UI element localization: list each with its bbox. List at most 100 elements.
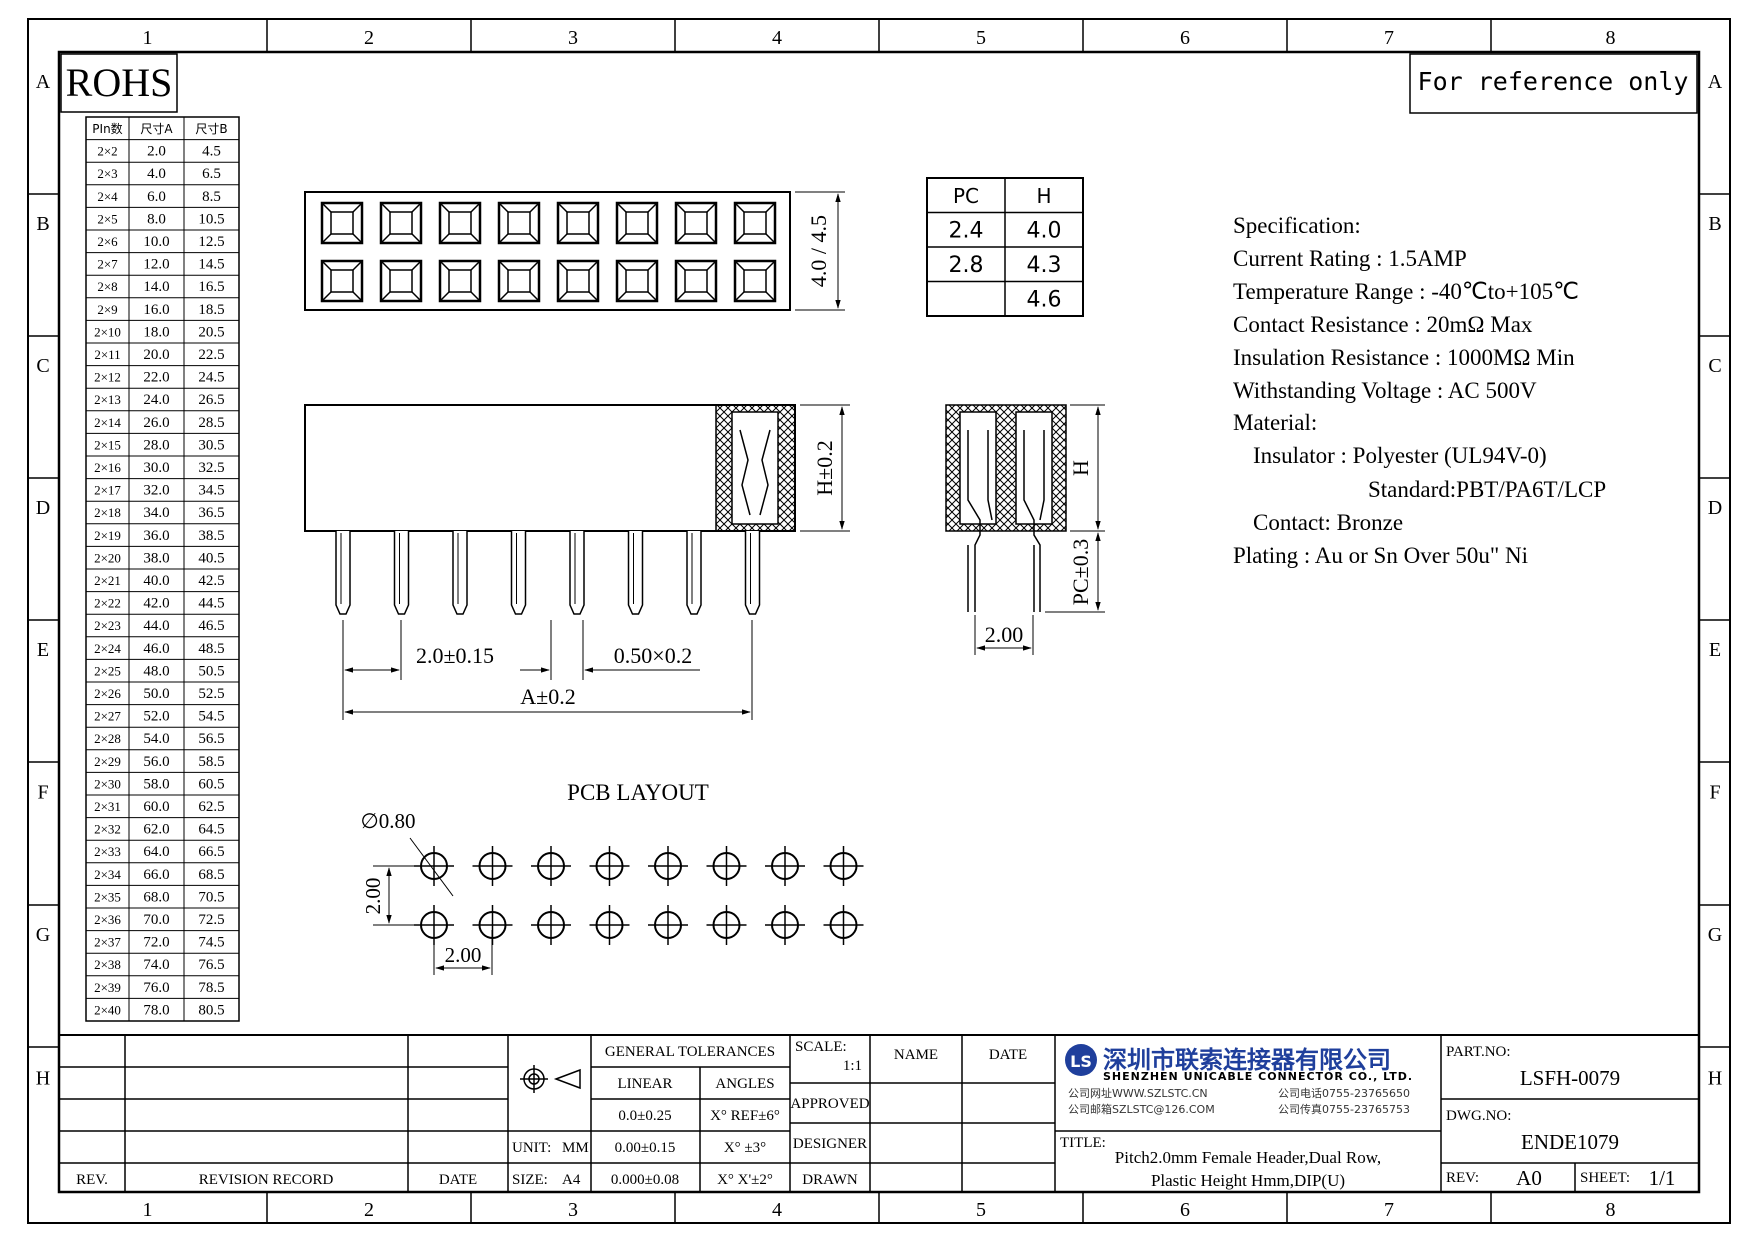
pitch-dimension: 2.0±0.15 — [416, 643, 494, 668]
pin-table-cell: 14.5 — [198, 257, 224, 273]
pin-table-cell: 58.0 — [143, 776, 169, 792]
title-block: REV. REVISION RECORD DATE UNIT: MM SIZE:… — [58, 1034, 1700, 1193]
pcb-hole-dimension: ∅0.80 — [360, 809, 415, 833]
pin-table-cell: 50.5 — [198, 663, 224, 679]
pin-table-cell: 58.5 — [198, 754, 224, 770]
pin-table-cell: 24.0 — [143, 392, 169, 408]
company-name-cn: 深圳市联索连接器有限公司 — [1103, 1046, 1391, 1074]
approved-label: APPROVED — [790, 1096, 869, 1112]
pcb-hole — [823, 846, 864, 886]
contact-socket — [497, 201, 541, 245]
grid-row-left-label: G — [36, 924, 50, 946]
front-view: H±0.2 2.0±0.15 0.50×0.2 A±0.2 — [304, 404, 850, 720]
tolerance-linear: 0.00±0.15 — [615, 1140, 676, 1156]
pin-table-cell: 74.0 — [143, 957, 169, 973]
header-pin — [393, 531, 410, 615]
pin-table-cell: 56.0 — [143, 754, 169, 770]
unit-value: MM — [562, 1140, 589, 1156]
specification-block: Specification: Current Rating : 1.5AMP T… — [1233, 213, 1606, 568]
contact-socket — [320, 259, 364, 303]
grid-column-top-label: 5 — [976, 27, 986, 49]
pin-table-cell: 30.0 — [143, 460, 169, 476]
pin-table-cell: 12.5 — [198, 234, 224, 250]
rev-header: REV. — [76, 1172, 108, 1188]
header-pin — [569, 531, 585, 615]
top-view-contacts — [320, 201, 777, 303]
pin-table-cell: 2×31 — [94, 799, 121, 814]
contact-socket — [556, 259, 600, 303]
pin-table-cell: 62.0 — [143, 822, 169, 838]
pin-table-cell: 10.0 — [143, 234, 169, 250]
side-pc-dimension: PC±0.3 — [1068, 539, 1093, 605]
pcb-vertical-pitch: 2.00 — [361, 878, 385, 915]
pin-table-cell: 2×36 — [94, 912, 121, 927]
part-number: LSFH-0079 — [1520, 1066, 1620, 1090]
dwg-no-label: DWG.NO: — [1446, 1108, 1511, 1124]
pcb-hole — [531, 905, 571, 945]
pin-table-cell: 74.5 — [198, 935, 224, 951]
grid-row-right-label: C — [1708, 355, 1721, 377]
spec-line: Withstanding Voltage : AC 500V — [1233, 378, 1537, 403]
pin-table-cell: 44.5 — [198, 596, 224, 612]
pin-table-cell: 2×16 — [94, 460, 121, 475]
side-view: H PC±0.3 2.00 — [945, 404, 1105, 655]
drawing-number: ENDE1079 — [1521, 1130, 1619, 1154]
pin-table-cell: 54.0 — [143, 731, 169, 747]
grid-row-left-label: E — [37, 639, 49, 661]
pin-table-cell: 2×35 — [94, 889, 121, 904]
pcb-horizontal-pitch: 2.00 — [445, 943, 482, 967]
date-header: DATE — [439, 1172, 477, 1188]
grid-column-bottom-label: 7 — [1384, 1199, 1394, 1221]
general-tolerances: GENERAL TOLERANCES — [605, 1044, 775, 1060]
pin-table-cell: 60.5 — [198, 776, 224, 792]
pin-table-cell: 36.0 — [143, 528, 169, 544]
name-header: NAME — [894, 1047, 938, 1063]
pcb-hole — [531, 846, 571, 886]
pcb-hole — [589, 846, 630, 886]
spec-standard: Standard:PBT/PA6T/LCP — [1368, 477, 1606, 502]
pin-table-cell: 2×19 — [94, 528, 121, 543]
spec-plating: Plating : Au or Sn Over 50u" Ni — [1233, 543, 1528, 568]
pin-table-cell: 2×8 — [97, 279, 117, 294]
pcb-hole — [823, 905, 864, 945]
rohs-label: ROHS — [66, 60, 173, 105]
header-pin — [686, 531, 702, 615]
contact-socket — [497, 259, 541, 303]
tolerance-angle: X° REF±6° — [710, 1108, 780, 1124]
pin-table-cell: 44.0 — [143, 618, 169, 634]
designer-label: DESIGNER — [793, 1136, 867, 1152]
grid-row-left-label: D — [36, 497, 50, 519]
pin-table-cell: 2×37 — [94, 935, 121, 950]
pin-table-cell: 6.5 — [202, 166, 221, 182]
contact-socket — [615, 201, 659, 245]
pin-table-cell: 76.0 — [143, 980, 169, 996]
pin-table-cell: 2×11 — [94, 347, 120, 362]
pin-table-cell: 2×25 — [94, 663, 121, 678]
pin-table-cell: 2×13 — [94, 392, 121, 407]
pin-table-cell: 18.5 — [198, 302, 224, 318]
pin-table-cell: 2×15 — [94, 437, 121, 452]
pin-table-cell: 32.0 — [143, 483, 169, 499]
pin-table-cell: 22.0 — [143, 370, 169, 386]
pin-table-cell: 72.0 — [143, 935, 169, 951]
grid-row-right-label: F — [1709, 782, 1720, 804]
pin-table-cell: 40.0 — [143, 573, 169, 589]
pin-table-cell: 18.0 — [143, 324, 169, 340]
height-dimension: H±0.2 — [812, 440, 837, 495]
pin-table-cell: 4.5 — [202, 144, 221, 160]
pin-table-cell: 24.5 — [198, 370, 224, 386]
revision-record-header: REVISION RECORD — [199, 1172, 334, 1188]
pin-table-cell: 62.5 — [198, 799, 224, 815]
unit-label: UNIT: — [512, 1140, 551, 1156]
pin-table-cell: 46.5 — [198, 618, 224, 634]
pin-table-cell: 28.5 — [198, 415, 224, 431]
grid-row-left-label: C — [36, 355, 49, 377]
pin-table-cell: 72.5 — [198, 912, 224, 928]
pc-h-cell: 4.0 — [1027, 219, 1062, 244]
linear-header: LINEAR — [618, 1076, 673, 1092]
contact-socket — [615, 259, 659, 303]
tolerance-linear: 0.000±0.08 — [611, 1172, 679, 1188]
